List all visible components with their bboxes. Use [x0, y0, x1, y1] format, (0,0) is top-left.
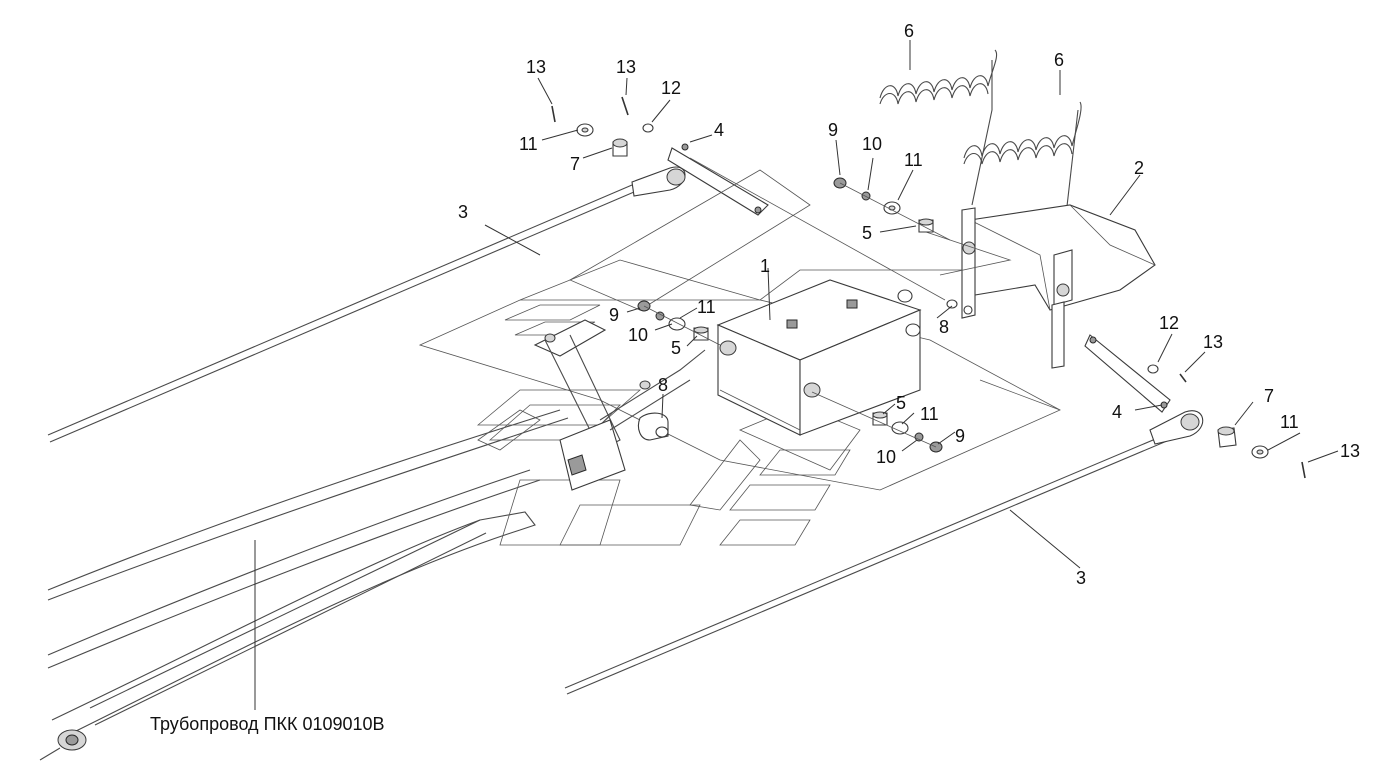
leader-lines: [254, 40, 1339, 710]
callout-11-upper-left: 11: [519, 134, 538, 154]
callout-8-right: 8: [939, 317, 949, 337]
bracket-2: [919, 204, 1156, 369]
callout-10-right: 10: [876, 447, 896, 467]
callout-13-upper: 13: [616, 57, 636, 77]
callout-10-top: 10: [862, 134, 882, 154]
callout-9-left: 9: [609, 305, 619, 325]
callout-labels: 1 2 3 3 4 4 5 5 5 6 6 7 7 8 8 9 9 9 10 1…: [458, 21, 1360, 588]
callout-11-top: 11: [904, 150, 923, 170]
callout-12-right: 12: [1159, 313, 1179, 333]
right-cable-assembly: [564, 334, 1306, 695]
pipeline-body: [39, 409, 569, 761]
left-cable-assembly: [47, 96, 811, 443]
pipe-clamp-bracket: [533, 319, 706, 491]
callout-7-right: 7: [1264, 386, 1274, 406]
callout-13-far-right: 13: [1340, 441, 1360, 461]
callout-9-right: 9: [955, 426, 965, 446]
fasteners: [637, 157, 958, 453]
callout-9-top: 9: [828, 120, 838, 140]
callout-1: 1: [760, 256, 770, 276]
callout-6-left: 6: [904, 21, 914, 41]
callout-4-right: 4: [1112, 402, 1122, 422]
callout-10-left: 10: [628, 325, 648, 345]
pipeline-caption: Трубопровод ПКК 0109010В: [150, 714, 385, 734]
springs-6: [879, 49, 1082, 251]
callout-5-right: 5: [896, 393, 906, 413]
callout-11-right: 11: [1280, 412, 1299, 432]
callout-12-left: 12: [661, 78, 681, 98]
callout-3-left: 3: [458, 202, 468, 222]
callout-4-left: 4: [714, 120, 724, 140]
housing-1: [716, 279, 922, 436]
callout-13-right: 13: [1203, 332, 1223, 352]
callout-7-left: 7: [570, 154, 580, 174]
callout-11-lower: 11: [920, 404, 939, 424]
arm-4-left: [667, 147, 769, 216]
callout-5-left: 5: [671, 338, 681, 358]
callout-3-right: 3: [1076, 568, 1086, 588]
callout-8-left: 8: [658, 375, 668, 395]
arm-4-right: [1084, 334, 1171, 413]
callout-2: 2: [1134, 158, 1144, 178]
callout-5-top: 5: [862, 223, 872, 243]
callout-6-right: 6: [1054, 50, 1064, 70]
callout-13-upper-left: 13: [526, 57, 546, 77]
callout-11-middle: 11: [697, 297, 716, 317]
